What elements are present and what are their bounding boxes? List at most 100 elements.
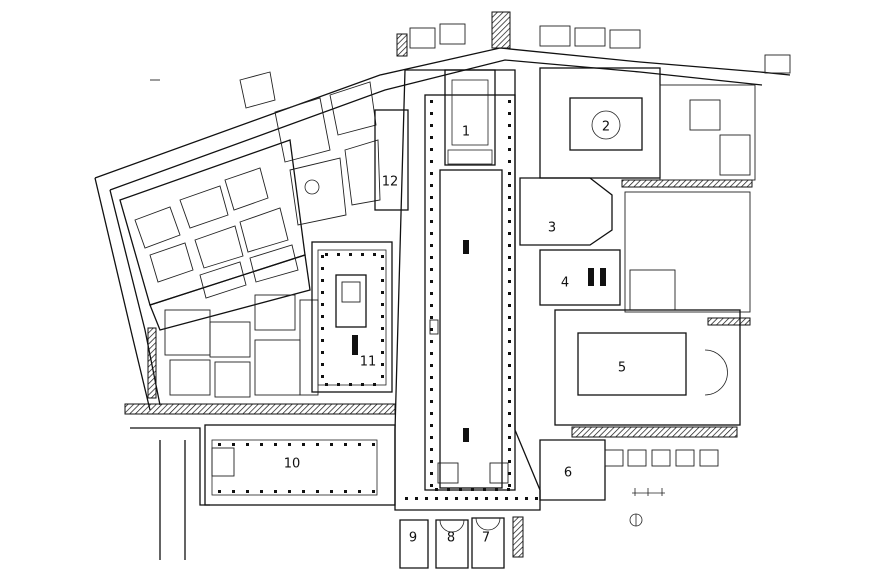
column-dot [232,490,235,493]
column-dot [430,124,433,127]
column-dot [508,112,511,115]
column-dot [430,232,433,235]
column-dot [430,196,433,199]
column-dot [430,220,433,223]
column-dot [321,279,324,282]
column-dot [381,315,384,318]
column-dot [344,490,347,493]
column-dot [459,488,462,491]
column-dot [381,267,384,270]
column-dot [321,255,324,258]
column-dot [321,327,324,330]
column-dot [316,490,319,493]
column-dot [435,497,438,500]
column-dot [405,497,408,500]
column-dot [430,244,433,247]
southwest-rooms [164,294,319,398]
column-dot [361,383,364,386]
column-dot [508,148,511,151]
column-dot [373,383,376,386]
column-dot [508,400,511,403]
building-3 [519,177,613,246]
column-dot [372,443,375,446]
building-2 [539,67,661,179]
label-7: 7 [482,531,490,546]
column-dot [508,232,511,235]
column-dot [508,208,511,211]
label-4: 4 [561,276,569,291]
column-dot [430,424,433,427]
label-8: 8 [447,531,455,546]
column-dot [344,443,347,446]
column-dot [430,208,433,211]
column-dot [495,488,498,491]
column-dot [381,291,384,294]
label-5: 5 [618,361,626,376]
column-dot [321,339,324,342]
column-dot [430,364,433,367]
column-dot [430,460,433,463]
column-dot [330,443,333,446]
column-dot [508,136,511,139]
column-dot [430,376,433,379]
column-dot [302,443,305,446]
column-dot [508,364,511,367]
column-dot [260,443,263,446]
column-dot [321,303,324,306]
column-dot [321,291,324,294]
column-dot [508,448,511,451]
column-dot [316,443,319,446]
column-dot [361,253,364,256]
column-dot [515,497,518,500]
halls-7-8-9 [399,517,505,569]
column-dot [381,327,384,330]
column-dot [337,253,340,256]
column-dot [508,268,511,271]
column-dot [505,497,508,500]
column-dot [430,328,433,331]
column-dot [274,490,277,493]
column-dot [288,443,291,446]
column-dot [430,436,433,439]
column-dot [508,412,511,415]
building-12 [374,109,409,211]
column-dot [430,340,433,343]
column-dot [508,292,511,295]
column-dot [381,303,384,306]
column-dot [381,279,384,282]
column-dot [465,497,468,500]
column-dot [508,436,511,439]
column-dot [430,472,433,475]
column-dot [495,497,498,500]
building-5 [554,309,741,426]
column-dot [447,488,450,491]
column-dot [508,376,511,379]
column-dot [325,253,328,256]
label-12: 12 [382,175,399,190]
column-dot [508,124,511,127]
northwest-insula [119,71,381,331]
column-dot [232,443,235,446]
southeast-features [604,449,719,527]
column-dot [430,388,433,391]
column-dot [508,280,511,283]
column-dot [358,443,361,446]
column-dot [358,490,361,493]
column-dot [218,490,221,493]
column-dot [445,497,448,500]
column-dot [471,488,474,491]
column-dot [455,497,458,500]
column-dot [321,375,324,378]
column-dot [508,352,511,355]
column-dot [508,220,511,223]
column-dot [535,497,538,500]
column-dot [435,488,438,491]
column-dot [430,256,433,259]
column-dot [381,339,384,342]
precinct-11 [311,241,393,393]
hatched-walls [124,11,753,558]
column-dot [430,304,433,307]
column-dot [508,388,511,391]
column-dot [381,375,384,378]
